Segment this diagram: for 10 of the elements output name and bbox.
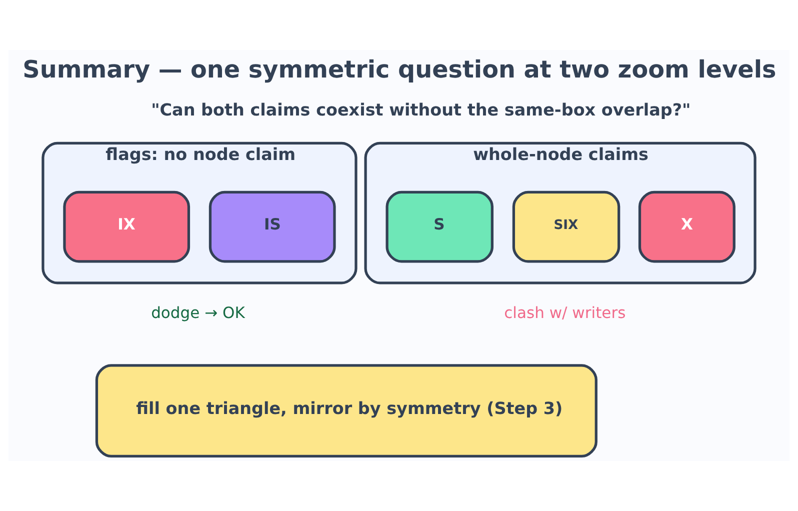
node-box: S <box>386 190 494 263</box>
diagram-title: Summary — one symmetric question at two zoom levels <box>22 55 776 84</box>
node-box: IS <box>208 190 336 263</box>
label: "Can both claims coexist without the same-box overlap?" <box>151 99 691 120</box>
node-box: IX <box>63 190 190 263</box>
node-box: fill one triangle, mirror by symmetry (Step 3) <box>95 364 598 458</box>
node-label: dodge → OK <box>151 304 245 322</box>
node-label: clash w/ writers <box>504 304 626 322</box>
node-box: X <box>638 190 736 263</box>
node-box: SIX <box>512 190 620 263</box>
